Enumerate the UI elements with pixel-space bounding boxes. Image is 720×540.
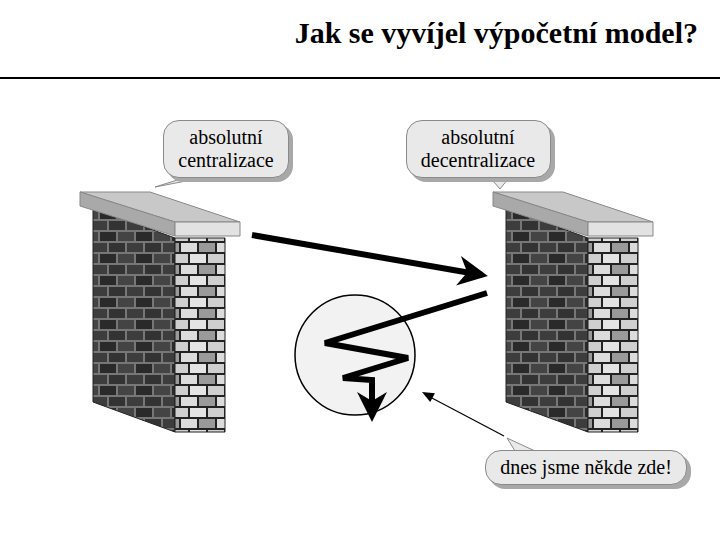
- leader-line: [430, 397, 504, 436]
- callout-text: absolutní decentralizace: [421, 126, 536, 172]
- callout-tails: [155, 177, 535, 451]
- callout-tail: [490, 177, 510, 189]
- callout-text: absolutní centralizace: [178, 126, 274, 172]
- callout-bubble: absolutní decentralizace: [406, 120, 551, 178]
- brick-pillar: [493, 192, 653, 432]
- callout-bubble: dnes jsme někde zde!: [485, 450, 687, 485]
- trend-arrow: [252, 235, 482, 275]
- callout-tail: [155, 177, 207, 187]
- callout-bubble: absolutní centralizace: [163, 120, 289, 178]
- leader-arrowhead: [422, 392, 435, 402]
- callout-text: dnes jsme někde zde!: [500, 456, 672, 479]
- title: Jak se vyvíjel výpočetní model?: [295, 16, 698, 50]
- zigzag-arrow: [325, 293, 487, 416]
- brick-pillar: [80, 192, 240, 432]
- title-rule: [0, 77, 720, 79]
